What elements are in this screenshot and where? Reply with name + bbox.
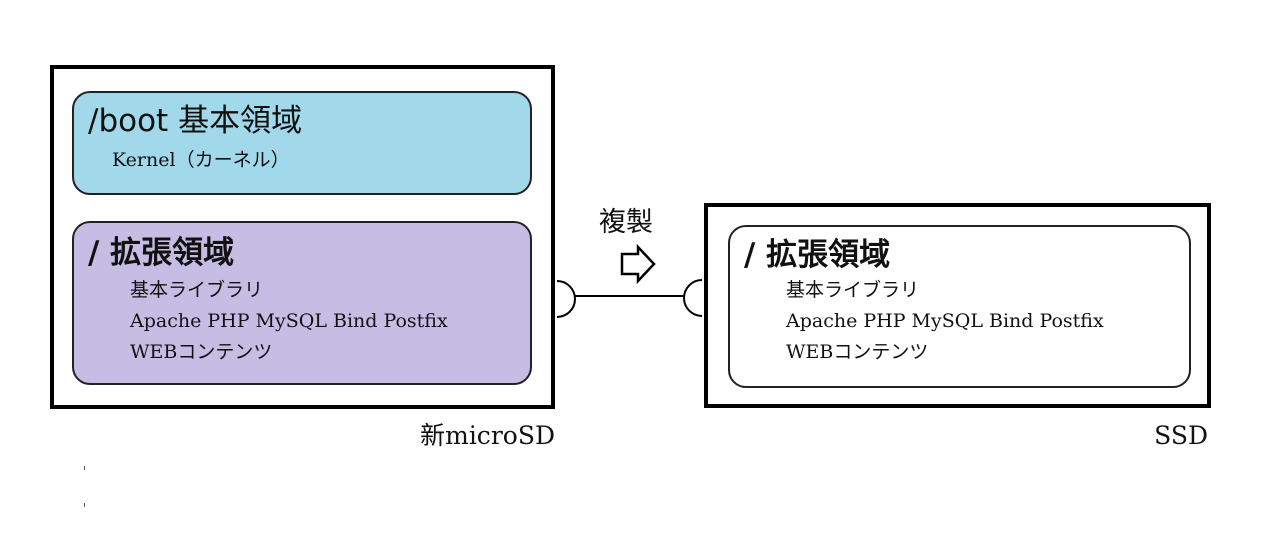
ssd-extended-partition: / 拡張領域 基本ライブラリ Apache PHP MySQL Bind Pos… <box>728 225 1191 388</box>
boot-partition: /boot 基本領域 Kernel（カーネル） <box>72 91 532 195</box>
ssd-partition-item: Apache PHP MySQL Bind Postfix <box>786 310 1104 332</box>
microsd-device: /boot 基本領域 Kernel（カーネル） / 拡張領域 基本ライブラリ A… <box>50 65 555 409</box>
ssd-partition-items: 基本ライブラリ Apache PHP MySQL Bind Postfix WE… <box>786 275 1104 368</box>
boot-partition-item: Kernel（カーネル） <box>112 149 290 171</box>
speck-mark <box>84 503 85 507</box>
speck-mark <box>84 466 85 470</box>
ssd-partition-title: / 拡張領域 <box>744 237 891 273</box>
extended-partition-item: 基本ライブラリ <box>130 279 264 301</box>
ssd-partition-item: WEBコンテンツ <box>786 341 929 363</box>
ssd-label: SSD <box>1154 421 1208 450</box>
ssd-device: / 拡張領域 基本ライブラリ Apache PHP MySQL Bind Pos… <box>704 203 1211 408</box>
microsd-port-arc <box>556 280 576 318</box>
extended-partition-items: 基本ライブラリ Apache PHP MySQL Bind Postfix WE… <box>130 275 448 368</box>
ssd-port-arc <box>683 279 703 317</box>
microsd-label: 新microSD <box>420 421 555 450</box>
extended-partition-item: WEBコンテンツ <box>130 341 273 363</box>
boot-partition-items: Kernel（カーネル） <box>112 145 290 176</box>
right-arrow-outline-icon <box>620 243 656 285</box>
extended-partition-item: Apache PHP MySQL Bind Postfix <box>130 310 448 332</box>
copy-label: 複製 <box>599 207 653 238</box>
boot-partition-title: /boot 基本領域 <box>88 103 303 139</box>
extended-partition-title: / 拡張領域 <box>88 235 235 271</box>
ssd-partition-item: 基本ライブラリ <box>786 279 920 301</box>
extended-partition: / 拡張領域 基本ライブラリ Apache PHP MySQL Bind Pos… <box>72 221 532 385</box>
